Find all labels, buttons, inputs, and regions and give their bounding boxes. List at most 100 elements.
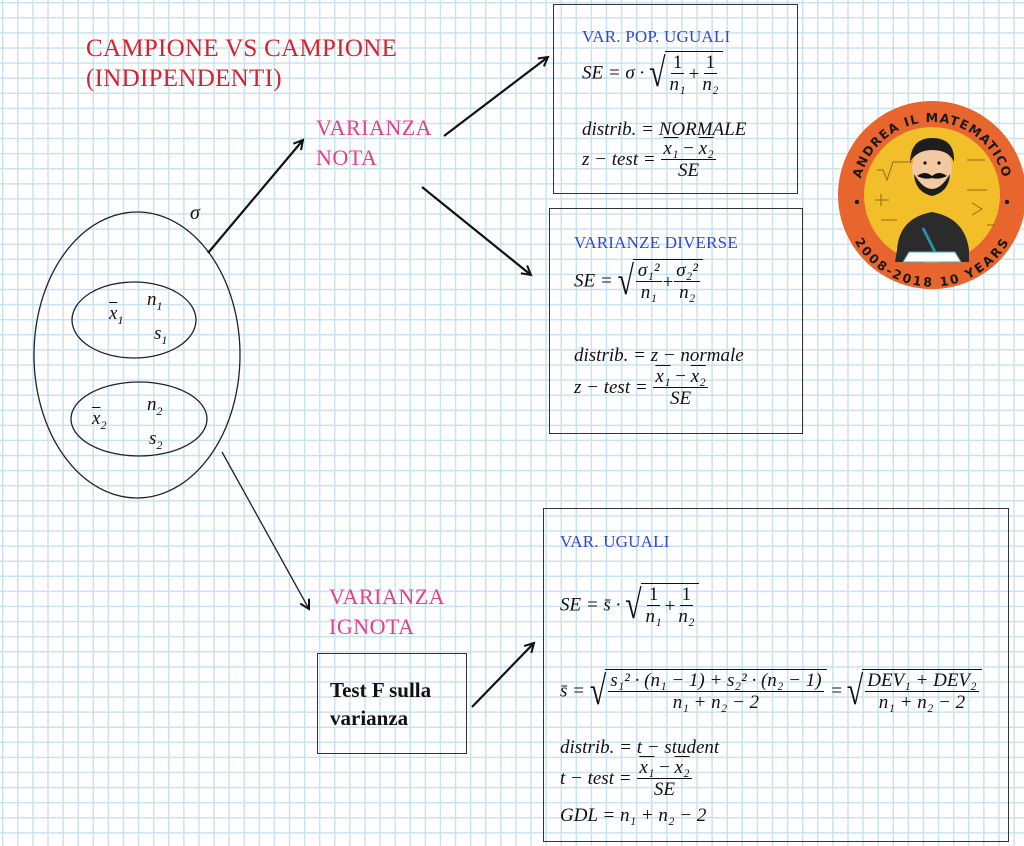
sigma-label: σ [190,202,200,224]
sample2-mean: x2 [92,408,106,433]
person-beard [914,174,950,196]
frac-den: n₁ [669,74,686,95]
pooled-sd-formula: s̄ = √ s₁² · (n₁ − 1) + s₂² · (n₂ − 1)n₁… [560,669,982,715]
sample1-s: s1 [154,323,167,348]
distrib-diff-var: distrib. = z − normale [574,345,744,366]
frac-den: SE [678,160,700,181]
xbar2: x₂ [690,366,706,387]
se-lhs: SE = s̄ · [560,594,621,616]
frac-den: n₂ [678,606,695,627]
se-lhs: SE = [574,270,613,292]
branch-known-line-1: VARIANZA [316,115,433,140]
arrow-to-unknown [221,451,309,609]
sample2-n-symbol: n [147,394,157,415]
xbar1: x₁ [663,138,679,159]
formula-doodles [875,159,995,226]
test-lhs: z − test = [582,148,656,170]
branch-known-line-2: NOTA [316,145,378,170]
xbar1: x₁ [639,757,655,778]
fraction: s₁² · (n₁ − 1) + s₂² · (n₂ − 1)n₁ + n₂ −… [608,670,824,714]
xbar2: x₂ [698,138,714,159]
pen [921,227,937,253]
test-f-box: Test F sulla varianza [317,653,467,754]
logo-dot [1004,199,1010,205]
sqrt: √ s₁² · (n₁ − 1) + s₂² · (n₂ − 1)n₁ + n₂… [590,669,827,715]
frac-den: n₁ [645,606,662,627]
sbar-numerator: s₁² · (n₁ − 1) + s₂² · (n₂ − 1) [608,670,824,692]
frac-den: SE [653,779,676,800]
box-equal-var-heading: VAR. UGUALI [560,532,670,551]
frac-num: 1 [703,52,718,74]
sbar-denominator: n₁ + n₂ − 2 [672,692,760,713]
sample2-s-sub: 2 [156,437,163,452]
minus-sign: − [675,366,686,387]
se-lhs: SE = σ · [582,62,645,84]
minus-sign: − [659,757,670,778]
sample2-mean-sub: 2 [100,417,107,432]
equals-sign: = [831,680,843,702]
minus-sign: − [683,138,694,159]
dev-denominator: n₁ + n₂ − 2 [878,692,966,713]
test-f-label: Test F sulla varianza [330,676,431,732]
gdl-formula: GDL = n₁ + n₂ − 2 [560,805,707,826]
sample1-ellipse [71,281,197,359]
title-line-2: (INDIPENDENTI) [86,65,282,92]
sample1-mean-symbol: x [109,303,118,324]
plus-sign: + [664,595,676,617]
sample1-n: n1 [147,289,163,314]
sample1-mean: x1 [109,303,123,328]
test-lhs: z − test = [574,376,648,398]
frac-den: SE [670,388,692,409]
notebook [902,251,962,263]
sample2-mean-symbol: x [92,408,101,429]
branch-unknown-line-1: VARIANZA [329,584,446,609]
box-equal-pop-heading: VAR. POP. UGUALI [582,27,731,46]
frac-num: 1 [646,584,661,606]
person-hair [910,138,955,162]
person-face [912,144,952,192]
frac-den: n₂ [702,74,719,95]
box-diff-var-heading: VARIANZE DIVERSE [574,233,738,252]
sample2-s-symbol: s [149,428,157,449]
sample2-n: n2 [147,394,163,419]
frac-den: n₁ [640,282,657,303]
sample2-s: s2 [149,428,162,453]
sample1-s-symbol: s [154,323,162,344]
sbar-lhs: s̄ = [560,680,585,702]
xbar2: x₂ [674,757,690,778]
arrow-to-equal-pop [443,57,548,137]
xbar1: x₁ [655,366,671,387]
distrib-equal-var: distrib. = t − student [560,737,720,758]
branch-unknown-line-2: IGNOTA [329,614,415,639]
person-mustache [917,173,947,179]
test-lhs: t − test = [560,767,632,789]
sample1-n-sub: 1 [156,298,163,313]
andrea-il-matematico-logo: ANDREA IL MATEMATICO 2008-2018 10 YEARS [838,101,1024,290]
plus-sign: + [662,271,674,293]
person-eye [937,161,941,165]
dev-numerator: DEV₁ + DEV₂ [865,670,979,692]
person-torso [895,212,969,262]
person-eye [923,161,927,165]
frac-num: 1 [670,52,685,74]
frac-num: 1 [679,584,694,606]
sample2-n-sub: 2 [156,403,163,418]
branch-known-variance: VARIANZA NOTA [316,113,432,173]
